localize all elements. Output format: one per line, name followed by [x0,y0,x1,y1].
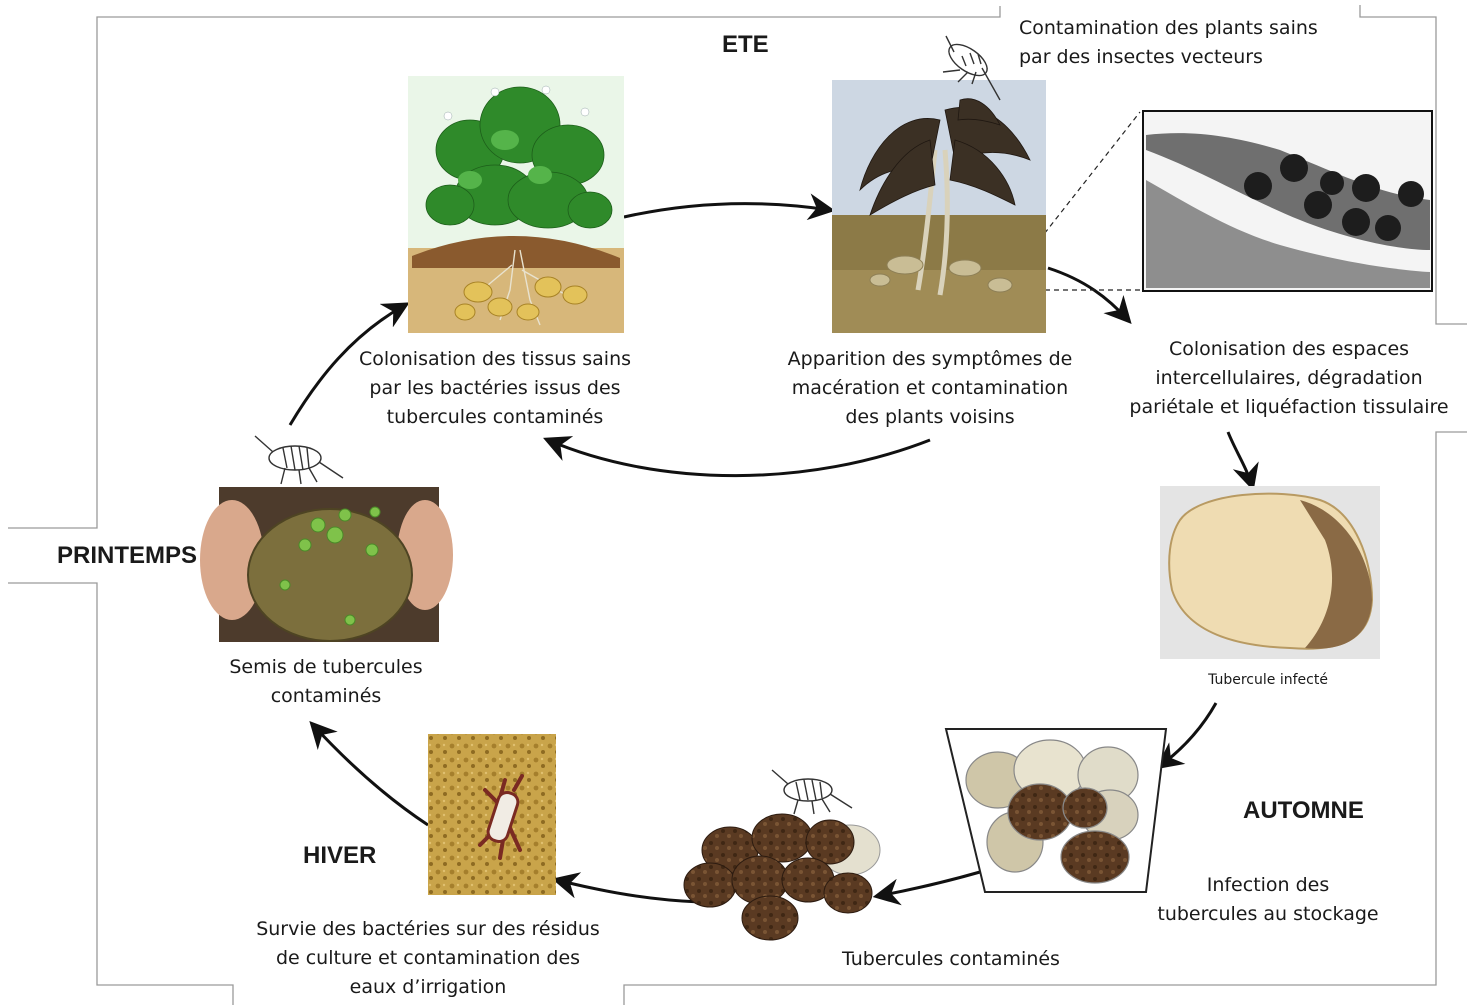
arrow-printemps-to-ete [288,302,410,426]
caption-line: tubercules contaminés [386,406,604,428]
caption-line: Infection des [1206,874,1330,896]
caption-apparition-symptomes: Apparition des symptômes de macération e… [775,345,1085,432]
caption-colonisation-tissus: Colonisation des tissus sains par les ba… [345,345,645,432]
caption-line: intercellulaires, dégradation [1155,367,1423,389]
season-label-hiver: HIVER [303,842,377,869]
arrow-symptoms-to-colonisation-espaces [1047,266,1132,324]
storage-crate-illustration [944,728,1168,893]
aphid-vector-icon [254,35,1001,815]
arrow-ete-to-symptoms [623,193,836,221]
caption-tubercule-infecte: Tubercule infecté [1208,672,1328,688]
caption-line: macération et contamination [791,377,1069,399]
caption-line: Semis de tubercules [229,656,423,678]
arrow-storage-to-pile [872,870,981,906]
caption-line: eaux d’irrigation [349,976,507,998]
caption-tubercules-contamines: Tubercules contaminés [842,948,1060,970]
contaminated-tubers-pile [683,813,881,941]
arrow-to-storage [1155,702,1218,770]
caption-semis-tubercules: Semis de tubercules contaminés [216,653,436,711]
caption-line: pariétale et liquéfaction tissulaire [1129,396,1449,418]
caption-infection-stockage: Infection des tubercules au stockage [1148,871,1388,929]
wilted-plant-illustration [832,80,1046,333]
caption-line: par les bactéries issus des [369,377,621,399]
caption-line: contaminés [270,685,382,707]
caption-line: de culture et contamination des [275,947,581,969]
caption-line: Apparition des symptômes de [787,348,1073,370]
caption-vector-contamination: Contamination des plants sains par des i… [1019,14,1318,72]
season-label-automne: AUTOMNE [1243,797,1364,824]
caption-line: Colonisation des tissus sains [358,348,632,370]
sprouting-tuber-photo [200,487,453,642]
soil-residue-bacterium [428,734,556,895]
caption-survie-bacteries: Survie des bactéries sur des résidus de … [236,915,620,1002]
season-frame [8,5,1467,1005]
caption-line: par des insectes vecteurs [1019,46,1263,68]
arrow-to-infected-tuber [1226,431,1259,492]
caption-line: des plants voisins [845,406,1015,428]
caption-line: tubercules au stockage [1157,903,1379,925]
potato-plant-illustration [408,76,624,333]
season-label-printemps: PRINTEMPS [57,542,198,569]
caption-colonisation-espaces: Colonisation des espaces intercellulaire… [1114,335,1464,422]
arrow-return-to-colonisation-tissus [543,436,931,478]
caption-line: Survie des bactéries sur des résidus [256,918,600,940]
caption-line: Colonisation des espaces [1168,338,1410,360]
caption-line: Contamination des plants sains [1019,17,1318,39]
arrow-hiver-to-printemps [309,721,429,827]
season-label-ete: ETE [722,31,769,58]
arrow-pile-to-hiver [551,872,701,904]
infected-tuber-photo [1160,486,1380,659]
bacteria-micrograph [1142,110,1433,292]
